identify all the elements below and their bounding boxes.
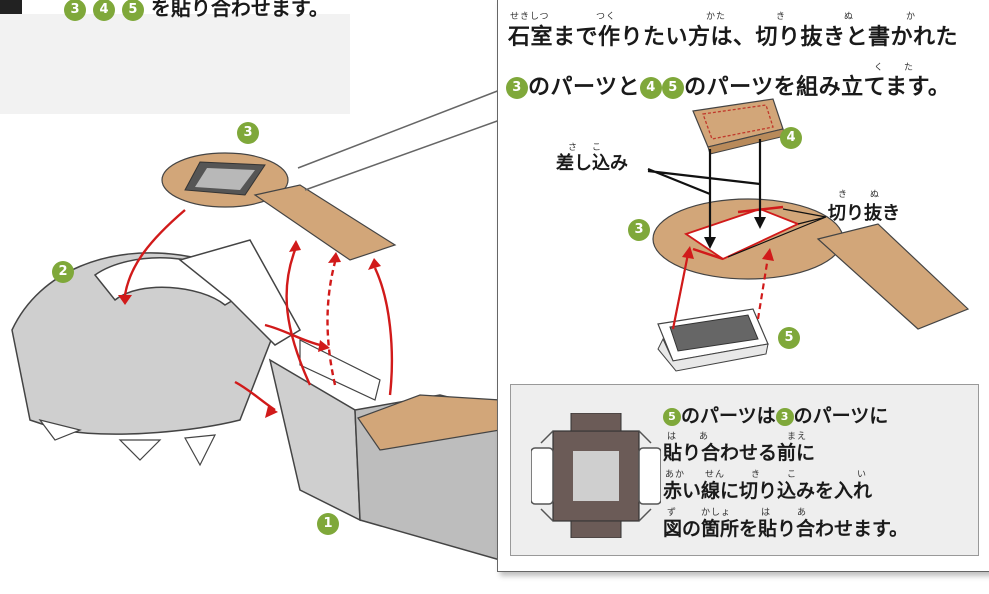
header-instruction: 3 4 5 を貼り合わせます。 xyxy=(64,0,329,21)
furigana-ha-1: は xyxy=(667,432,678,442)
callout-line-2-b: のパーツを組み立てます。 xyxy=(684,75,951,100)
scene-arrowheads xyxy=(118,240,381,418)
furigana-ku: く xyxy=(874,63,885,73)
note-line-3: 赤い線に切り込みを入れ xyxy=(663,480,873,502)
note-badge-3: 3 xyxy=(775,407,794,426)
callout-diagram xyxy=(647,98,970,372)
callout-badge-5: 5 xyxy=(662,77,685,99)
note-line-4: 図の箇所を貼り合わせます。 xyxy=(663,518,909,540)
header-marker xyxy=(0,0,22,14)
insert-arrowheads xyxy=(704,217,766,249)
furigana-ki: き xyxy=(776,12,787,22)
callout-pointer xyxy=(297,89,501,191)
furigana-nu: ぬ xyxy=(844,12,855,22)
callout-badge-3: 3 xyxy=(506,77,528,99)
furigana-tsuku: つく xyxy=(596,12,617,22)
label-sashikomi: 差し込み xyxy=(556,153,628,174)
furigana-mae: まえ xyxy=(787,432,808,442)
callout-part-badge-4: 4 xyxy=(780,127,802,149)
header-instruction-text: を貼り合わせます。 xyxy=(150,0,329,20)
box-arrowheads xyxy=(682,246,774,261)
furigana-sen: せん xyxy=(705,470,726,480)
furigana-aka: あか xyxy=(665,470,686,480)
label-kirinuki: 切り抜き xyxy=(828,203,900,224)
furigana-ko-2: こ xyxy=(787,470,798,480)
furigana-ki-2: き xyxy=(751,470,762,480)
callout-line-1: 石室まで作りたい方は、切り抜きと書かれた xyxy=(508,25,959,50)
part-4 xyxy=(692,98,786,155)
header-badge-5: 5 xyxy=(121,0,144,21)
furigana-ka: か xyxy=(906,12,917,22)
callout-line-2-a: のパーツと xyxy=(528,75,641,100)
part-1-base xyxy=(268,339,501,561)
furigana-i: い xyxy=(857,470,868,480)
scene-badge-3: 3 xyxy=(237,122,259,144)
header-badge-4: 4 xyxy=(92,0,115,21)
furigana-kirinuki-nu: ぬ xyxy=(870,190,881,200)
box-arrows xyxy=(671,253,770,330)
callout-part-badge-3: 3 xyxy=(628,219,650,241)
part-2-dome xyxy=(11,239,302,467)
furigana-sa: さ xyxy=(568,143,579,153)
furigana-kirinuki-ki: き xyxy=(838,190,849,200)
folded-box-icon xyxy=(531,413,661,538)
note-line-1-a: のパーツは xyxy=(681,405,776,427)
furigana-zu: ず xyxy=(667,508,678,518)
part-5-box xyxy=(657,308,769,372)
header-badge-3: 3 xyxy=(64,0,86,21)
furigana-a-1: あ xyxy=(699,432,710,442)
insert-arrows xyxy=(647,139,762,239)
scene-badge-2: 2 xyxy=(52,261,74,283)
furigana-ko: こ xyxy=(592,143,603,153)
scene-arrows xyxy=(123,209,394,411)
callout-part-badge-5: 5 xyxy=(778,327,800,349)
note-line-1-b: のパーツに xyxy=(793,405,889,427)
scene-badge-1: 1 xyxy=(317,513,339,535)
kirinuki-leaders xyxy=(727,208,827,258)
note-line-2: 貼り合わせる前に xyxy=(663,442,816,464)
furigana-kata: かた xyxy=(706,12,727,22)
furigana-sekishitsu: せきしつ xyxy=(510,12,550,22)
callout-badge-4: 4 xyxy=(640,77,663,99)
furigana-kasho: かしょ xyxy=(701,508,732,518)
part-3-top xyxy=(161,152,397,261)
note-badge-5: 5 xyxy=(663,407,681,426)
header-panel xyxy=(0,14,350,114)
furigana-ha-2: は xyxy=(761,508,772,518)
furigana-a-2: あ xyxy=(797,508,808,518)
part-3-callout xyxy=(652,198,970,330)
furigana-ta: た xyxy=(904,63,915,73)
